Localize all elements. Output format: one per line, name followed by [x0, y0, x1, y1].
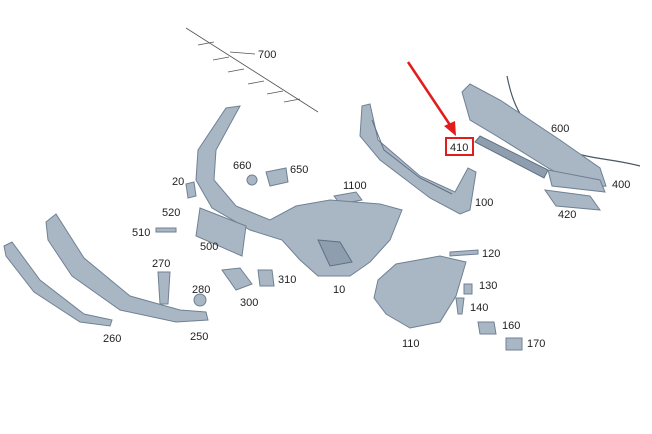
highlight-box-410: [445, 137, 474, 156]
callout-170[interactable]: 170: [527, 338, 545, 350]
part-510-bolt[interactable]: [155, 227, 177, 233]
callout-250[interactable]: 250: [190, 331, 208, 343]
callout-300[interactable]: 300: [240, 297, 258, 309]
part-20-clip[interactable]: [185, 181, 197, 199]
callout-130[interactable]: 130: [479, 280, 497, 292]
callout-700[interactable]: 700: [258, 49, 276, 61]
part-260-lower-trim[interactable]: [3, 241, 113, 327]
part-130-bolt[interactable]: [463, 283, 473, 295]
callout-510[interactable]: 510: [132, 227, 150, 239]
part-280-cap[interactable]: [193, 293, 207, 307]
part-420-bracket[interactable]: [543, 189, 602, 211]
callout-1100[interactable]: 1100: [343, 180, 367, 192]
callout-160[interactable]: 160: [502, 320, 520, 332]
callout-420[interactable]: 420: [558, 209, 576, 221]
callout-120[interactable]: 120: [482, 248, 500, 260]
callout-20[interactable]: 20: [172, 176, 184, 188]
part-700-harness[interactable]: [185, 27, 319, 113]
part-270-bracket[interactable]: [157, 271, 171, 305]
highlight-arrow-head: [444, 121, 456, 136]
callout-660[interactable]: 660: [233, 160, 251, 172]
highlight-arrow: [406, 61, 454, 129]
part-140-bracket[interactable]: [455, 297, 465, 315]
callout-10[interactable]: 10: [333, 284, 345, 296]
callout-100[interactable]: 100: [475, 197, 493, 209]
callout-400[interactable]: 400: [612, 179, 630, 191]
part-500-plate-bracket[interactable]: [195, 207, 247, 257]
part-100-frame[interactable]: [359, 103, 477, 215]
callout-110[interactable]: 110: [402, 338, 420, 350]
part-120-strip[interactable]: [449, 249, 479, 257]
callout-500[interactable]: 500: [200, 241, 218, 253]
part-400-carrier[interactable]: [461, 83, 607, 193]
callout-600[interactable]: 600: [551, 123, 569, 135]
part-650-sensor[interactable]: [265, 167, 289, 187]
callout-270[interactable]: 270: [152, 258, 170, 270]
callout-410[interactable]: 410: [450, 142, 468, 154]
callout-650[interactable]: 650: [290, 164, 308, 176]
part-660-seal[interactable]: [246, 174, 258, 186]
callout-310[interactable]: 310: [278, 274, 296, 286]
part-300-grille-insert[interactable]: [221, 267, 253, 291]
callout-260[interactable]: 260: [103, 333, 121, 345]
callout-140[interactable]: 140: [470, 302, 488, 314]
callout-280[interactable]: 280: [192, 284, 210, 296]
callout-520[interactable]: 520: [162, 207, 180, 219]
part-170-cover[interactable]: [505, 337, 523, 351]
part-10-bumper-cover[interactable]: [195, 105, 403, 277]
part-160-bracket[interactable]: [477, 321, 497, 335]
part-110-lower-frame[interactable]: [373, 255, 467, 329]
part-250-grille[interactable]: [45, 213, 209, 323]
part-310-clip[interactable]: [257, 269, 275, 287]
